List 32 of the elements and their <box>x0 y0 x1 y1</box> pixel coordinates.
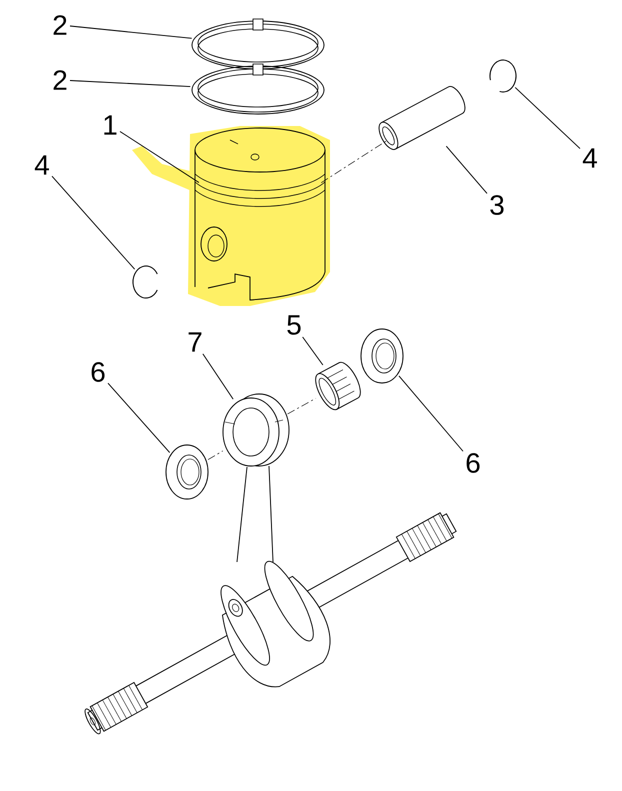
callout-number: 6 <box>92 362 105 382</box>
leader-line <box>52 176 136 270</box>
callout-number: 6 <box>466 453 480 473</box>
callout-number: 7 <box>188 332 202 352</box>
leader-line <box>70 26 192 39</box>
washer-drawing <box>360 328 404 384</box>
callout-number: 2 <box>54 70 66 90</box>
center-line <box>208 450 224 460</box>
callout-number: 2 <box>54 15 66 35</box>
leader-line <box>398 375 464 452</box>
leader-line <box>70 80 191 88</box>
leader-line <box>202 353 234 400</box>
leader-line <box>302 336 324 366</box>
circlip-drawing <box>132 266 158 298</box>
piston-drawing <box>132 126 330 306</box>
leader-line <box>446 146 488 194</box>
callout-number: 1 <box>104 115 116 135</box>
leader-line <box>514 87 580 150</box>
connecting-rod-drawing <box>222 394 290 562</box>
callout-number: 3 <box>490 195 504 215</box>
circlip-drawing <box>490 60 516 92</box>
callout-number: 4 <box>582 148 597 168</box>
callout-number: 4 <box>34 155 49 175</box>
center-line <box>320 140 387 184</box>
leader-line <box>108 382 170 453</box>
leader-line <box>120 131 200 183</box>
washer-drawing <box>166 444 208 500</box>
callout-number: 5 <box>287 315 301 335</box>
wrist-pin-drawing <box>378 86 466 150</box>
needle-bearing-drawing <box>315 362 361 410</box>
piston-ring-drawing <box>192 64 324 114</box>
piston-ring-drawing <box>192 18 324 70</box>
